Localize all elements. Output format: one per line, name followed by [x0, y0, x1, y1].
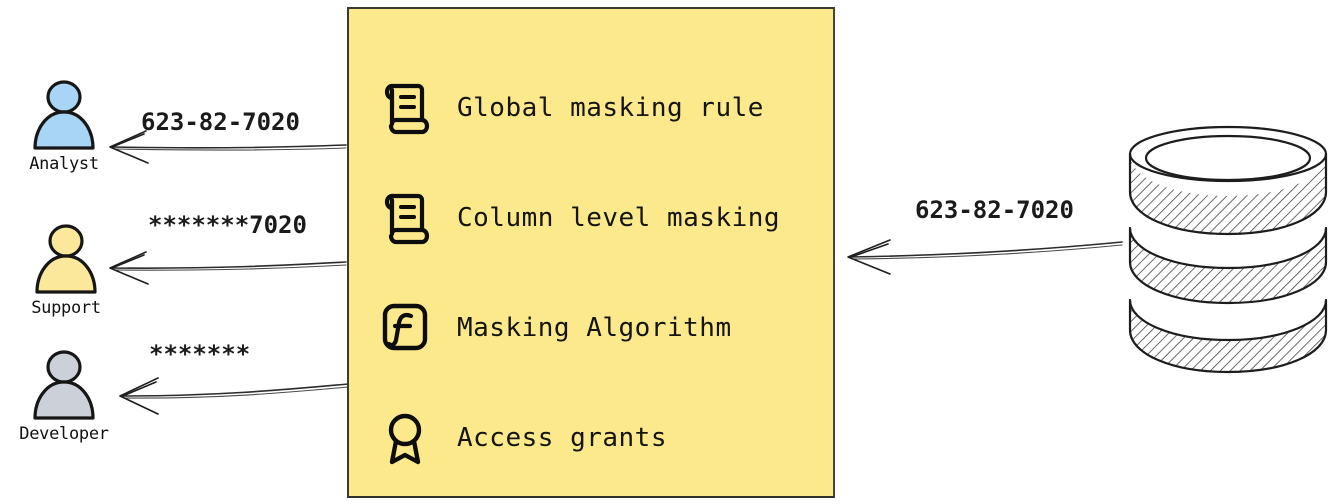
arrow-to-developer: [119, 377, 349, 415]
award-icon: [388, 413, 422, 465]
scroll-icon: [384, 83, 430, 135]
actor-label-support: Support: [31, 298, 101, 318]
actor-developer: Developer: [4, 348, 124, 444]
actor-support: Support: [6, 222, 126, 318]
policy-item-access-grants[interactable]: Access grants: [379, 383, 819, 493]
policy-item-global-masking-rule[interactable]: Global masking rule: [379, 53, 819, 163]
policy-item-column-level-masking[interactable]: Column level masking: [379, 163, 819, 273]
flow-label-support: *******7020: [148, 211, 307, 239]
policy-item-label: Masking Algorithm: [457, 313, 732, 343]
person-icon: [35, 224, 97, 294]
person-icon: [33, 80, 95, 150]
arrow-to-analyst: [109, 130, 347, 164]
policy-item-label: Global masking rule: [457, 93, 764, 123]
policy-item-masking-algorithm[interactable]: Masking Algorithm: [379, 273, 819, 383]
arrow-to-support: [109, 251, 347, 285]
actor-analyst: Analyst: [4, 78, 124, 174]
actor-label-analyst: Analyst: [29, 154, 99, 174]
policy-item-label: Column level masking: [457, 203, 781, 233]
arrow-from-database: [847, 239, 1123, 275]
flow-label-analyst: 623-82-7020: [141, 108, 300, 136]
flow-label-database: 623-82-7020: [915, 196, 1074, 224]
flow-label-developer: *******: [149, 340, 251, 368]
person-icon: [33, 350, 95, 420]
policy-list: Global masking rule Column level masking: [379, 53, 819, 493]
policy-item-label: Access grants: [457, 423, 667, 453]
policy-box: Global masking rule Column level masking: [347, 7, 835, 498]
actor-label-developer: Developer: [19, 424, 109, 444]
database-cylinder-icon: [1128, 125, 1328, 374]
function-icon: [382, 303, 428, 351]
scroll-icon: [384, 193, 430, 245]
